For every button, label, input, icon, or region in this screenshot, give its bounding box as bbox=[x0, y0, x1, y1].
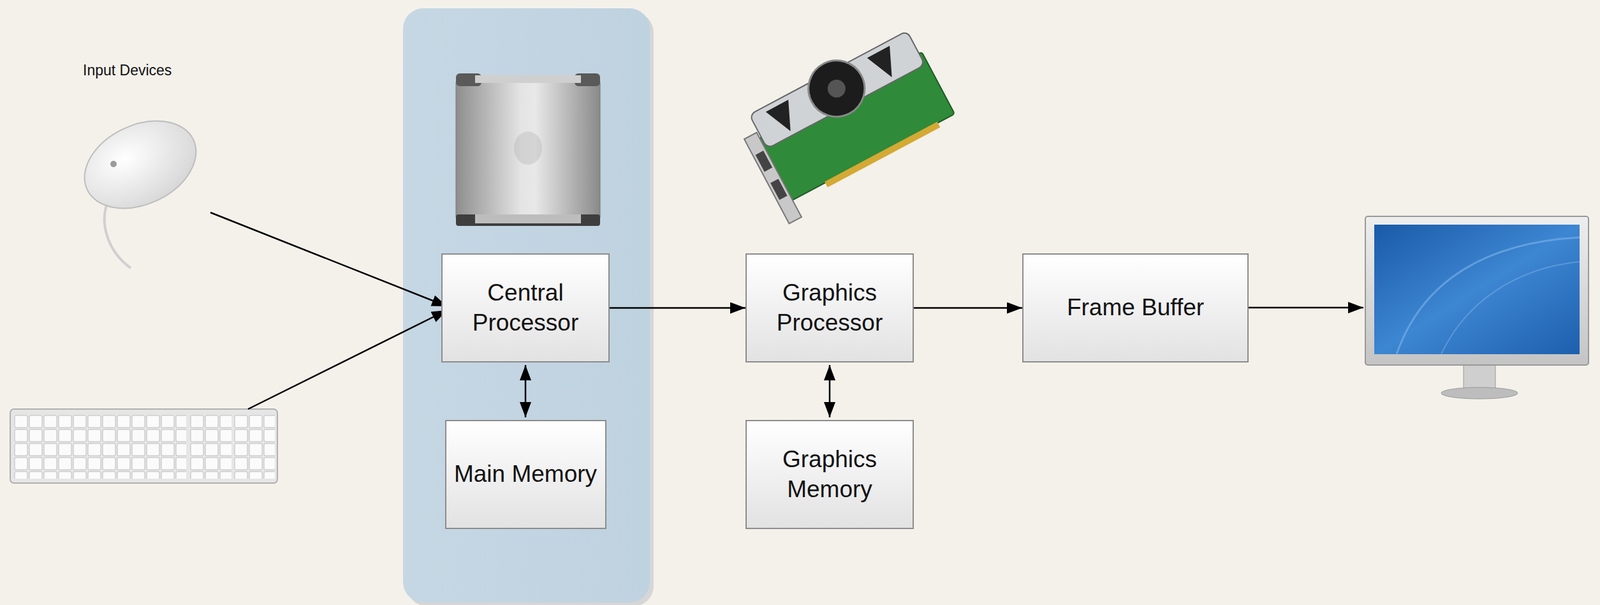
input-arrow bbox=[210, 212, 448, 307]
connector-arrow bbox=[524, 364, 527, 418]
output-arrow bbox=[1248, 306, 1364, 309]
computer-panel bbox=[403, 8, 650, 602]
connector-arrow bbox=[829, 364, 831, 418]
box-text: Graphics Processor bbox=[746, 278, 913, 338]
connector-arrow bbox=[913, 306, 1023, 309]
box-text: Main Memory bbox=[454, 459, 597, 489]
buffer-box: Frame Buffer bbox=[1022, 253, 1249, 363]
monitor-icon bbox=[1365, 216, 1589, 399]
box-text: Graphics Memory bbox=[746, 444, 913, 504]
connector-arrow bbox=[609, 306, 746, 309]
processor-box: Graphics Processor bbox=[745, 253, 914, 363]
memory-box: Main Memory bbox=[445, 419, 607, 529]
graphics-card-icon bbox=[730, 20, 964, 224]
group-label: Input Devices bbox=[82, 61, 172, 80]
tower-computer-icon bbox=[455, 73, 601, 226]
memory-box: Graphics Memory bbox=[745, 419, 914, 529]
keyboard-icon bbox=[10, 408, 278, 483]
processor-box: Central Processor bbox=[441, 253, 610, 363]
box-text: Frame Buffer bbox=[1066, 292, 1204, 323]
input-arrow bbox=[248, 309, 448, 409]
box-text: Central Processor bbox=[442, 278, 609, 338]
mouse-icon bbox=[70, 103, 210, 268]
